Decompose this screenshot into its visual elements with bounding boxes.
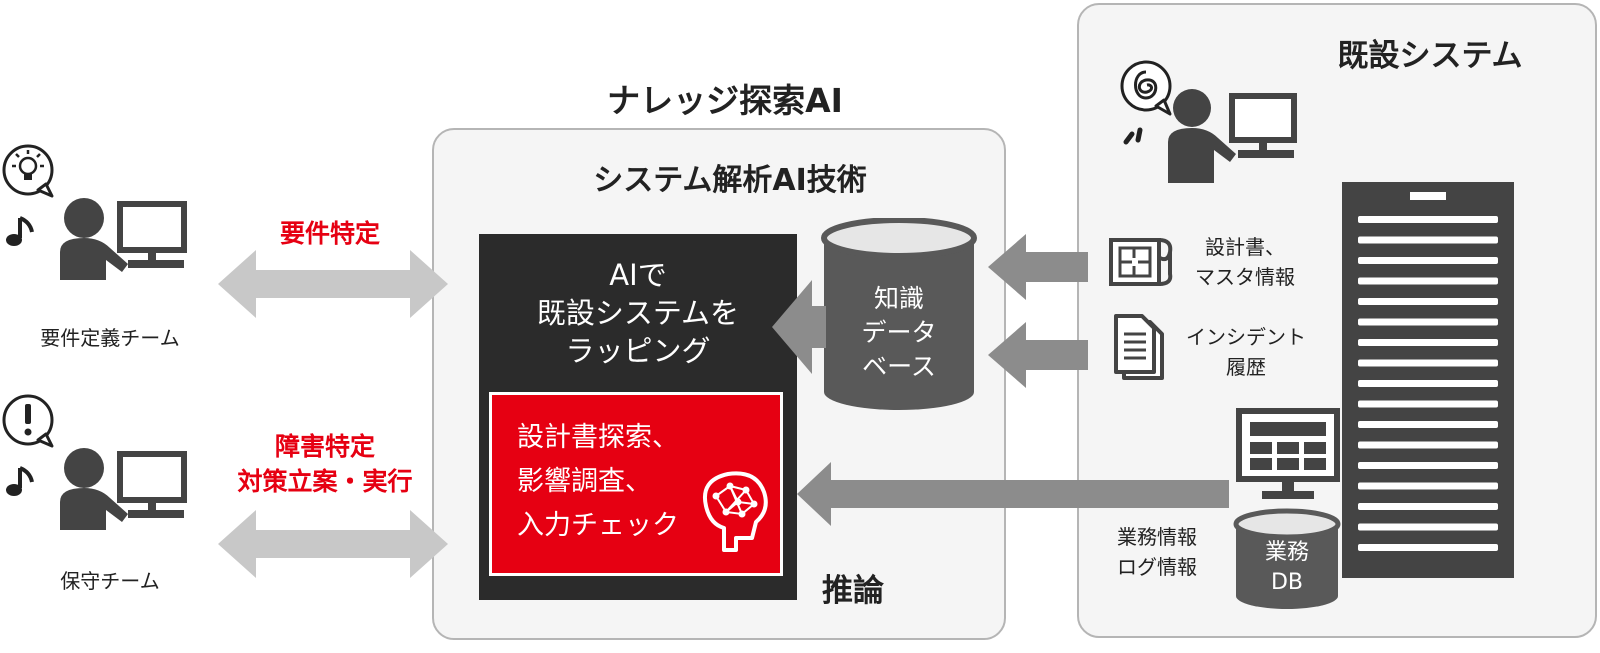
requirements-double-arrow xyxy=(218,250,448,318)
knowledge-database-text: 知識 データ ベース xyxy=(820,282,978,384)
business-info-line2: ログ情報 xyxy=(1117,555,1197,579)
design-docs-line2: マスタ情報 xyxy=(1195,265,1295,289)
capabilities-line3: 入力チェック xyxy=(517,510,679,541)
requirements-team-user-icon xyxy=(2,144,187,280)
maintenance-team-user-icon xyxy=(2,394,187,530)
server-slot xyxy=(1358,544,1498,551)
design-docs-label: 設計書、 マスタ情報 xyxy=(1180,232,1310,292)
server-slot xyxy=(1358,216,1498,223)
server-slot xyxy=(1358,441,1498,449)
server-rack-icon xyxy=(1342,182,1514,578)
countermeasure-label: 対策立案・実行 xyxy=(237,467,413,496)
server-slot xyxy=(1358,236,1498,244)
ai-wrapping-line3: ラッピング xyxy=(565,334,711,368)
business-database-cylinder xyxy=(1233,508,1341,609)
blueprint-icon xyxy=(1109,238,1173,286)
server-slot xyxy=(1358,523,1498,531)
server-slot xyxy=(1358,339,1498,346)
incident-label: インシデント 履歴 xyxy=(1176,322,1316,382)
server-slot xyxy=(1358,421,1498,428)
knowledge-db-line2: データ xyxy=(861,318,937,347)
ai-wrapping-line1: AIで xyxy=(609,258,667,292)
server-slot xyxy=(1358,380,1498,387)
capabilities-line2: 影響調査、 xyxy=(517,466,652,497)
business-db-line2: DB xyxy=(1270,570,1304,595)
incident-line1: インシデント xyxy=(1186,325,1306,349)
knowledge-database-cylinder xyxy=(821,218,977,410)
knowledge-db-line3: ベース xyxy=(862,352,936,381)
requirements-team-label: 要件定義チーム xyxy=(40,326,180,350)
knowledge-db-line1: 知識 xyxy=(873,284,924,313)
legacy-system-title: 既設システム xyxy=(1337,38,1523,74)
server-slot xyxy=(1358,277,1498,285)
system-analysis-title: システム解析AI技術 xyxy=(593,163,867,198)
server-slot xyxy=(1358,482,1498,490)
design-docs-line1: 設計書、 xyxy=(1205,235,1285,259)
maintenance-double-arrow xyxy=(218,510,448,578)
incident-line2: 履歴 xyxy=(1226,355,1266,379)
business-info-to-ai-arrow xyxy=(797,462,1229,526)
fault-identification-label: 障害特定 xyxy=(274,432,375,461)
server-slot xyxy=(1358,503,1498,510)
capabilities-line1: 設計書探索、 xyxy=(517,422,679,453)
server-slot xyxy=(1358,400,1498,408)
business-db-line1: 業務 xyxy=(1264,540,1309,565)
db-to-ai-arrow xyxy=(772,280,826,374)
legacy-operator-icon xyxy=(1120,60,1297,183)
business-info-label: 業務情報 ログ情報 xyxy=(1092,522,1222,582)
business-database-text: 業務 DB xyxy=(1232,538,1342,598)
server-slot xyxy=(1358,298,1498,305)
maintenance-team-label: 保守チーム xyxy=(60,569,160,593)
inference-label: 推論 xyxy=(822,573,884,609)
server-slot xyxy=(1358,359,1498,367)
capabilities-text: 設計書探索、 影響調査、 入力チェック xyxy=(517,416,777,548)
business-info-line1: 業務情報 xyxy=(1117,525,1197,549)
server-slot xyxy=(1358,257,1498,264)
brain-network-icon xyxy=(703,471,768,552)
requirements-identification-label: 要件特定 xyxy=(279,219,380,248)
ai-wrapping-text: AIで 既設システムを ラッピング xyxy=(479,256,797,370)
server-slot xyxy=(1358,318,1498,326)
design-docs-to-db-arrow xyxy=(988,234,1088,300)
knowledge-ai-title: ナレッジ探索AI xyxy=(607,81,843,120)
incident-to-db-arrow xyxy=(988,322,1088,388)
business-terminal-icon xyxy=(1236,408,1340,499)
server-slot xyxy=(1358,462,1498,469)
ai-wrapping-line2: 既設システムを xyxy=(536,296,740,330)
document-icon xyxy=(1114,314,1164,380)
